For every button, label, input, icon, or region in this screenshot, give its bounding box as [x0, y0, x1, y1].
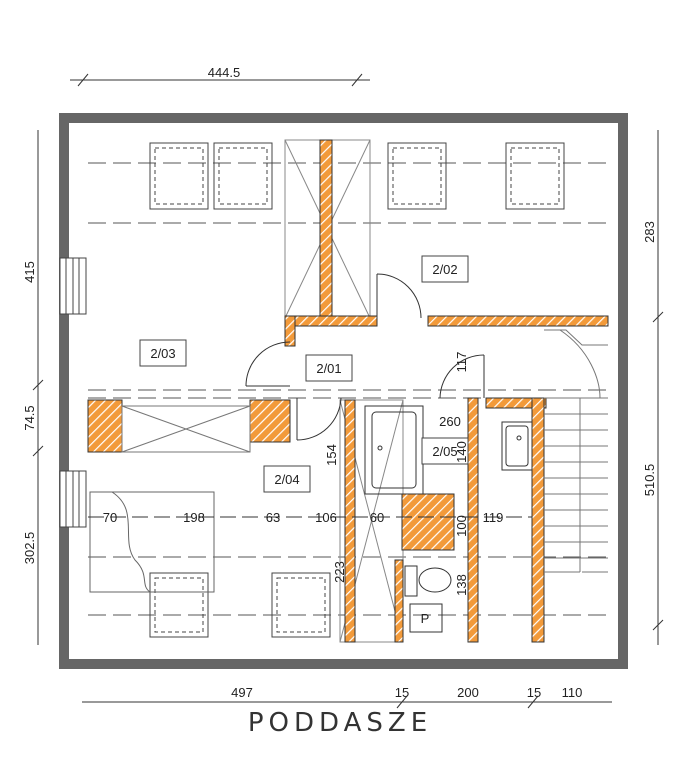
plan-title: PODDASZE — [248, 708, 432, 738]
dim-100: 100 — [454, 515, 469, 537]
dim-right-283: 283 — [642, 221, 657, 243]
dim-right-510-5: 510.5 — [642, 464, 657, 497]
exterior-dimensions: 444.5 415 74.5 302.5 283 510.5 497 15 20… — [22, 65, 657, 700]
dim-left-74-5: 74.5 — [22, 405, 37, 430]
outer-walls — [59, 113, 628, 669]
dim-260: 260 — [439, 414, 461, 429]
room-labels: 2/02 2/03 2/01 2/04 2/05 — [139, 255, 469, 493]
room-box-2-02 — [421, 255, 469, 283]
dim-top: 444.5 — [208, 65, 241, 80]
dim-bottom-200: 200 — [457, 685, 479, 700]
dim-198: 198 — [183, 510, 205, 525]
room-box-2-03 — [139, 339, 187, 367]
dim-60: 60 — [370, 510, 384, 525]
dim-70: 70 — [103, 510, 117, 525]
room-label-2-05: 2/05 — [432, 444, 457, 459]
dim-154: 154 — [324, 444, 339, 466]
dim-bottom-497: 497 — [231, 685, 253, 700]
fixture-label-p: P — [421, 611, 430, 626]
left-windows — [59, 257, 87, 528]
dim-119: 119 — [483, 510, 504, 525]
exterior-dimension-lines — [32, 73, 664, 709]
staircase — [544, 329, 608, 573]
dim-bottom-15b: 15 — [527, 685, 541, 700]
dim-140: 140 — [454, 441, 469, 463]
dim-106: 106 — [315, 510, 337, 525]
dim-left-302-5: 302.5 — [22, 532, 37, 565]
room-label-2-01: 2/01 — [316, 361, 341, 376]
light-wall-block — [121, 405, 251, 453]
room-label-2-04: 2/04 — [274, 472, 299, 487]
room-box-2-04 — [263, 465, 311, 493]
dim-138: 138 — [454, 574, 469, 596]
interior-walls — [87, 139, 609, 643]
dim-bottom-110: 110 — [562, 685, 583, 700]
room-box-2-05 — [421, 437, 469, 465]
dim-left-415: 415 — [22, 261, 37, 283]
dim-223: 223 — [332, 561, 347, 583]
bathroom-fixtures — [364, 405, 533, 633]
roof-windows — [149, 142, 565, 638]
room-box-2-01 — [305, 354, 353, 382]
room-label-2-03: 2/03 — [150, 346, 175, 361]
room-label-2-02: 2/02 — [432, 262, 457, 277]
inner-dimensions: 70 198 63 106 60 119 100 138 223 154 260… — [103, 352, 504, 626]
dim-117: 117 — [454, 352, 469, 373]
doors — [245, 273, 485, 441]
dim-63: 63 — [266, 510, 280, 525]
bed-outline — [89, 491, 215, 593]
dim-bottom-15a: 15 — [395, 685, 409, 700]
